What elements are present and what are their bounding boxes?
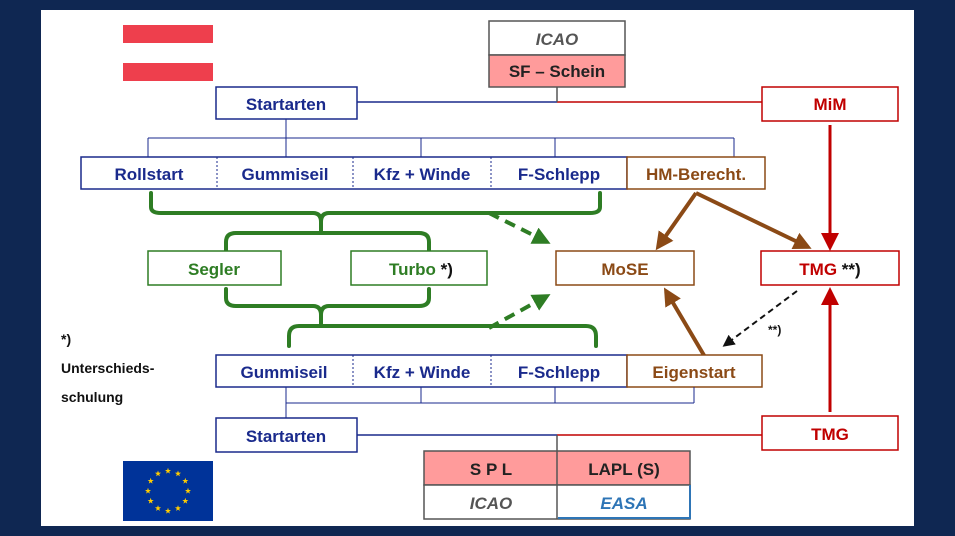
top-method-gummiseil: Gummiseil [242, 165, 329, 184]
top-licence-name: SF – Schein [509, 62, 605, 81]
segler-box: Segler [188, 260, 240, 279]
footnote-mark: *) [61, 331, 71, 347]
top-licence-box: ICAO SF – Schein [488, 20, 626, 88]
licence-icao: ICAO [470, 494, 513, 513]
eu-star [144, 487, 152, 494]
eu-star [182, 477, 189, 484]
eu-star [174, 470, 182, 477]
tmg-mid-mark: **) [842, 260, 861, 279]
austria-flag-icon [123, 25, 213, 81]
top-method-rollstart: Rollstart [115, 165, 184, 184]
eu-star [147, 497, 154, 504]
tmg-mid-box: TMG **) [799, 260, 860, 279]
diagram-panel: ICAO SF – Schein Startarten MiM [41, 10, 914, 526]
eu-star [154, 470, 162, 477]
footnote-line1: Unterschieds- [61, 360, 155, 376]
top-method-f-schlepp: F-Schlepp [518, 165, 600, 184]
eu-star [174, 505, 182, 511]
top-licence-icao: ICAO [536, 30, 579, 49]
startarten-bottom: Startarten [246, 427, 326, 446]
top-method-kfz-winde: Kfz + Winde [374, 165, 471, 184]
mose-box: MoSE [601, 260, 648, 279]
tmg-bottom-box: TMG [811, 425, 849, 444]
tmg-mid-label: TMG [799, 260, 837, 279]
turbo-label: Turbo [389, 260, 436, 279]
eu-star [164, 507, 172, 514]
footnote-line2: schulung [61, 389, 123, 405]
eu-star [184, 487, 192, 494]
licence-spl: S P L [470, 460, 512, 479]
startarten-top: Startarten [246, 95, 326, 114]
bottom-method-f-schlepp: F-Schlepp [518, 363, 600, 382]
dashed-arrow-note: **) [768, 323, 781, 337]
mim-box: MiM [813, 95, 846, 114]
eigenstart-box: Eigenstart [652, 363, 735, 382]
turbo-mark: *) [441, 260, 453, 279]
eu-star [147, 477, 154, 484]
eu-star [164, 467, 172, 474]
green-bracket-top [149, 191, 602, 253]
hm-berecht-box: HM-Berecht. [646, 165, 746, 184]
bottom-licence-table: S P L LAPL (S) ICAO EASA [423, 450, 691, 520]
eu-star [154, 505, 162, 511]
eu-flag-icon [123, 461, 213, 521]
green-bracket-bottom [224, 287, 598, 348]
licence-lapl: LAPL (S) [588, 460, 659, 479]
turbo-box: Turbo *) [389, 260, 453, 279]
bottom-method-kfz-winde: Kfz + Winde [374, 363, 471, 382]
bottom-method-gummiseil: Gummiseil [241, 363, 328, 382]
eu-star [182, 497, 189, 504]
licence-diagram: ICAO SF – Schein Startarten MiM [61, 20, 900, 521]
licence-easa: EASA [600, 494, 647, 513]
